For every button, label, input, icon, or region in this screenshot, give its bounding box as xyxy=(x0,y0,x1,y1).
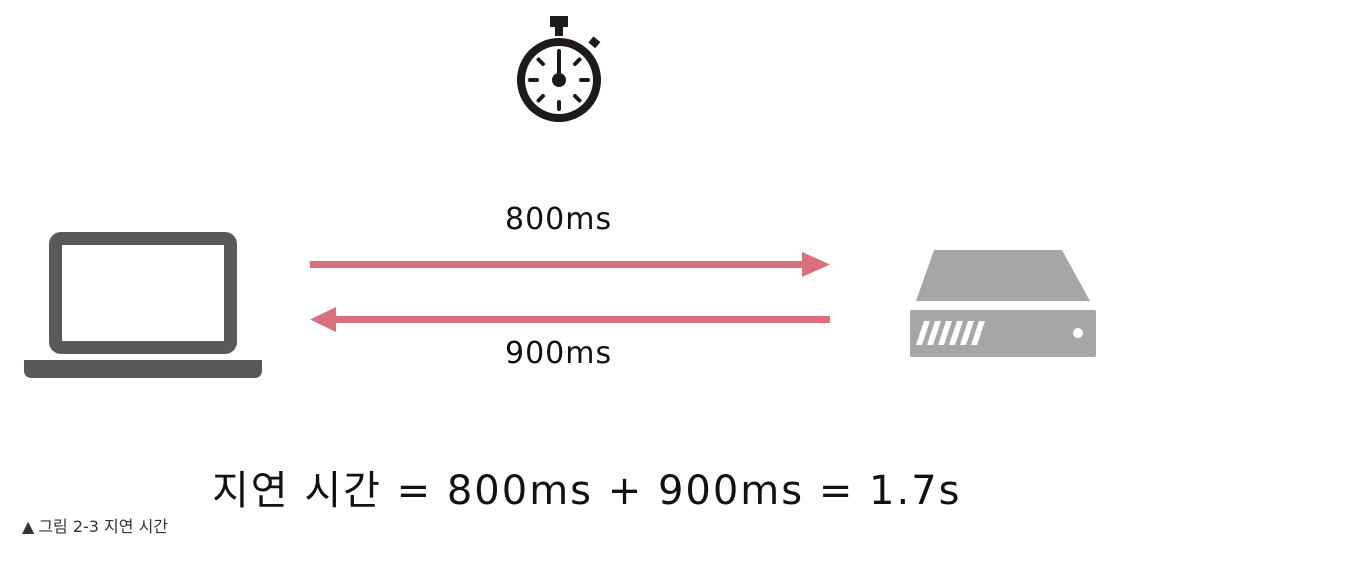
response-time-label: 900ms xyxy=(505,336,613,371)
figure-caption: ▲그림 2-3 지연 시간 xyxy=(22,513,168,537)
latency-formula: 지연 시간 = 800ms + 900ms = 1.7s xyxy=(212,468,962,514)
laptop-icon xyxy=(22,230,264,384)
server-icon xyxy=(908,250,1098,364)
stopwatch-icon xyxy=(506,14,610,132)
caption-marker-icon: ▲ xyxy=(22,517,35,536)
request-arrow xyxy=(308,250,832,286)
caption-text: 그림 2-3 지연 시간 xyxy=(38,517,169,536)
response-arrow xyxy=(308,306,832,342)
request-time-label: 800ms xyxy=(505,202,613,237)
